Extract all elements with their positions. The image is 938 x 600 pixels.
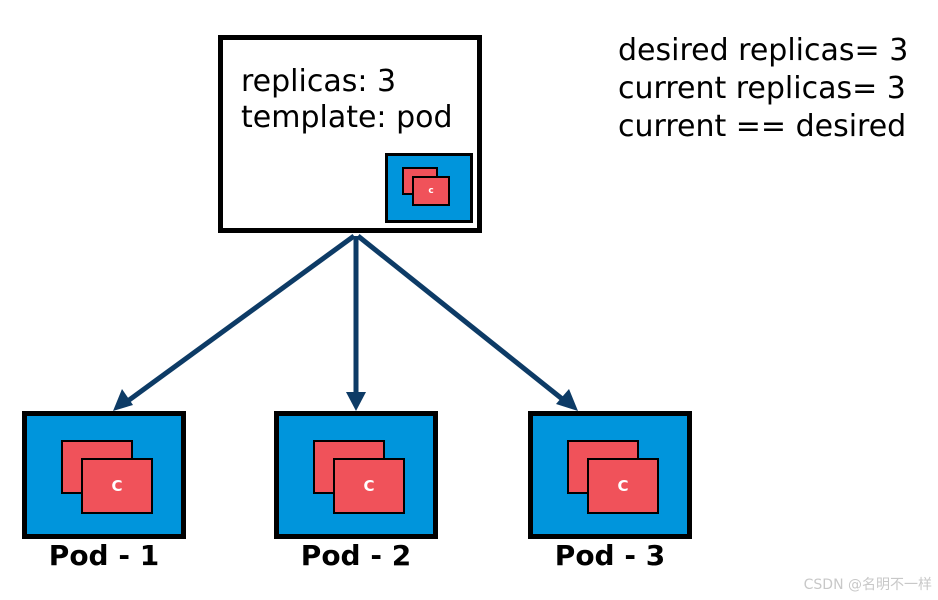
arrow-to-pod-1 [123,233,356,406]
replicaset-box: replicas: 3 template: pod c [218,35,482,233]
pod-3: C [528,411,692,539]
replica-status: desired replicas= 3 current replicas= 3 … [618,32,908,146]
comparison-text: current == desired [618,109,907,144]
current-replicas-text: current replicas= 3 [618,71,906,106]
pod-1: C [22,411,186,539]
arrowhead-pod-2 [346,392,366,411]
template-container-front: c [412,176,450,206]
template-text: template: pod [241,100,453,135]
pod-2-container: C [333,458,405,514]
replicas-text: replicas: 3 [241,64,397,99]
template-pod-icon: c [385,153,473,223]
arrowhead-pod-3 [556,389,578,411]
pod-2-label: Pod - 2 [300,539,412,572]
pod-1-container: C [81,458,153,514]
arrowhead-pod-1 [113,389,133,411]
pod-1-label: Pod - 1 [48,539,160,572]
replicaset-spec: replicas: 3 template: pod [241,64,453,136]
desired-replicas-text: desired replicas= 3 [618,33,909,68]
watermark: CSDN @名明不一样 [803,577,932,593]
pod-3-container: C [587,458,659,514]
pod-2: C [274,411,438,539]
arrow-to-pod-3 [356,234,568,404]
pod-3-label: Pod - 3 [554,539,666,572]
